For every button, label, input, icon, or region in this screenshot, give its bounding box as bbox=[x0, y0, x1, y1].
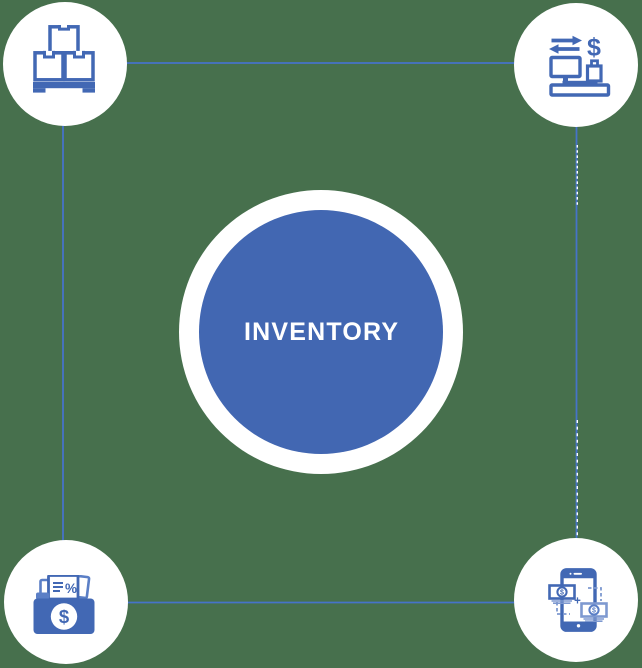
percent-glyph: % bbox=[65, 581, 77, 596]
pos-money-exchange-icon: $ bbox=[549, 35, 611, 97]
dollar-glyph: $ bbox=[587, 35, 601, 62]
folder-tab bbox=[36, 592, 49, 600]
pos-terminal bbox=[549, 55, 611, 97]
banknote-right: $ bbox=[580, 602, 608, 622]
banknote-left: $ bbox=[548, 584, 576, 604]
dollar-badge bbox=[50, 603, 78, 630]
exchange-arrows bbox=[549, 35, 582, 54]
transfer-dash-left bbox=[556, 602, 570, 615]
node-bottom-right: $ + $ bbox=[514, 538, 638, 662]
boxes-pallet-icon bbox=[33, 25, 95, 93]
dollar-glyph: $ bbox=[560, 590, 564, 597]
node-top-left bbox=[3, 2, 127, 126]
money-folder-icon: % $ bbox=[33, 575, 95, 634]
mobile-payment-icon: $ + $ bbox=[548, 568, 608, 632]
node-bottom-left: % $ bbox=[4, 540, 128, 664]
node-top-right: $ bbox=[514, 3, 638, 127]
pallet-group bbox=[33, 82, 95, 93]
dollar-glyph: $ bbox=[592, 608, 596, 615]
transfer-dash-right bbox=[588, 587, 602, 601]
plus-glyph: + bbox=[574, 596, 581, 608]
dollar-glyph: $ bbox=[59, 606, 70, 627]
center-label: INVENTORY bbox=[243, 317, 400, 346]
center-circle: INVENTORY bbox=[179, 190, 463, 474]
boxes-group bbox=[33, 25, 95, 82]
center-circle-fill: INVENTORY bbox=[199, 210, 443, 454]
